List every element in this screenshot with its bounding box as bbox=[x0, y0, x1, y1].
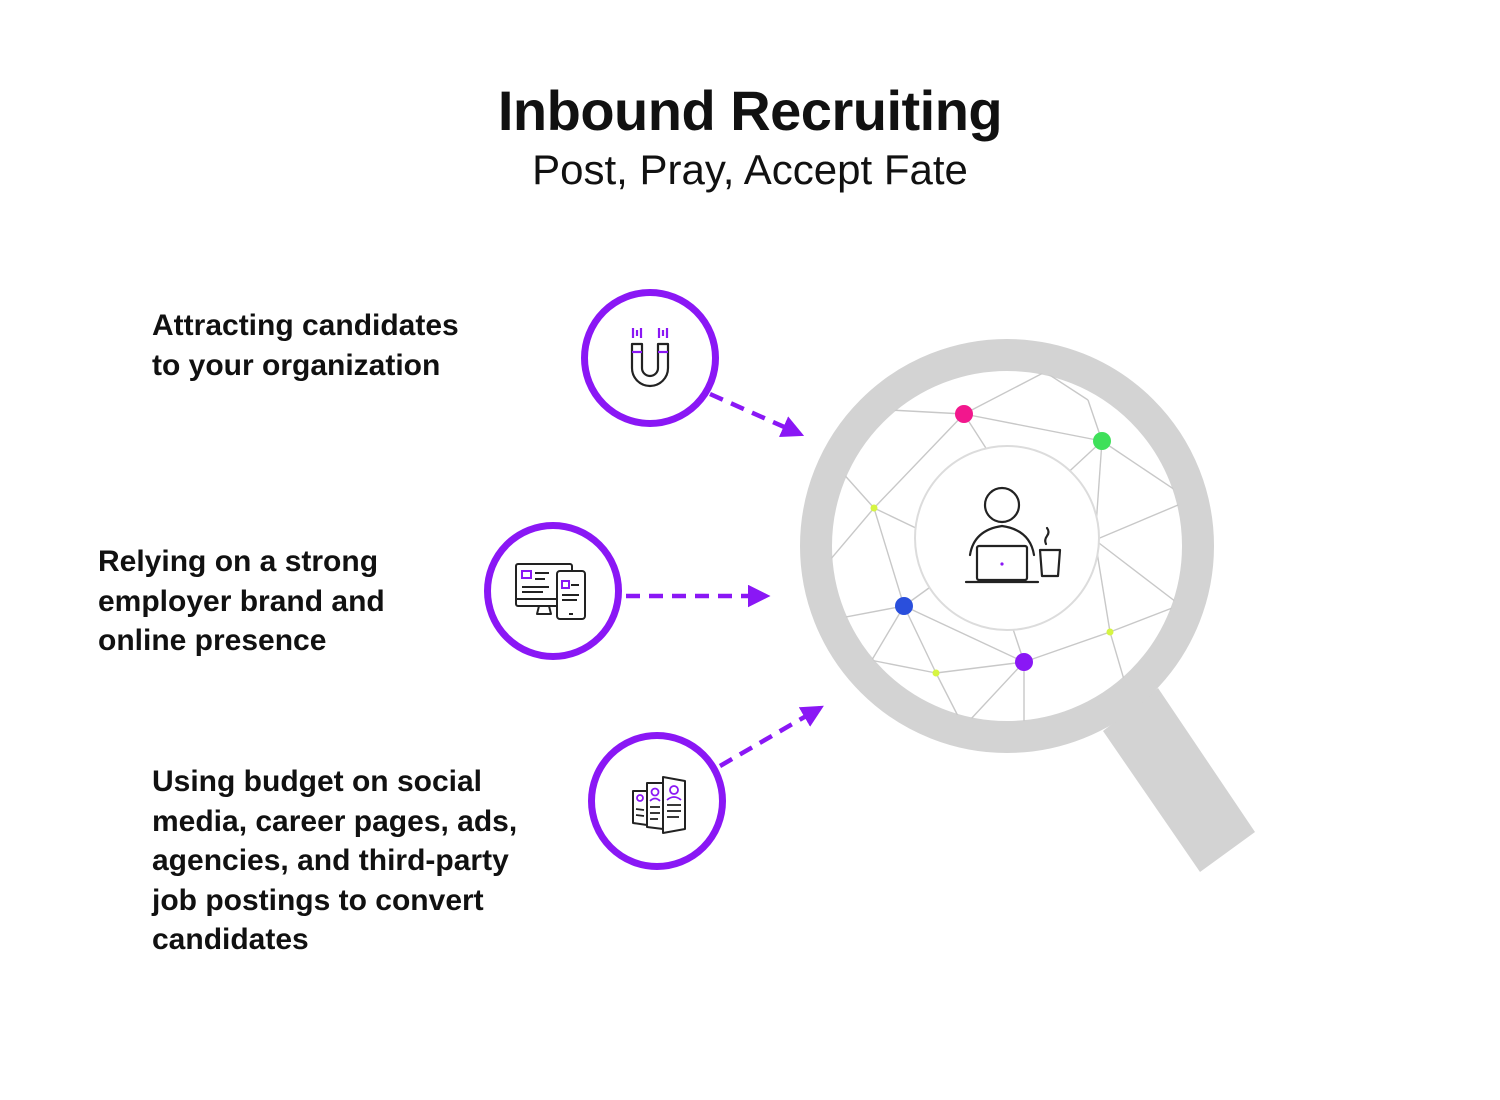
node-blue bbox=[895, 597, 913, 615]
node-green bbox=[1093, 432, 1111, 450]
center-circle bbox=[914, 445, 1100, 631]
desktop-and-mobile-icon bbox=[484, 522, 622, 660]
arrows bbox=[626, 391, 824, 768]
node-lime-1 bbox=[870, 504, 878, 512]
person-at-laptop-icon bbox=[964, 486, 1062, 584]
node-lime-3 bbox=[1106, 628, 1114, 636]
magnet-icon bbox=[581, 289, 719, 427]
resume-documents-icon bbox=[588, 732, 726, 870]
node-lime-2 bbox=[932, 669, 940, 677]
network-nodes bbox=[870, 405, 1114, 677]
item-text-attracting: Attracting candidates to your organizati… bbox=[152, 309, 459, 382]
node-pink bbox=[955, 405, 973, 423]
laptop-dot bbox=[1000, 562, 1004, 566]
arrow-3 bbox=[718, 705, 824, 768]
arrow-1 bbox=[709, 391, 805, 437]
page-subtitle: Post, Pray, Accept Fate bbox=[532, 146, 968, 193]
item-text-budget: Using budget on social media, career pag… bbox=[152, 765, 518, 956]
node-purple bbox=[1015, 653, 1033, 671]
page-title: Inbound Recruiting bbox=[497, 79, 1003, 142]
item-text-employer-brand: Relying on a strong employer brand and o… bbox=[98, 545, 385, 657]
